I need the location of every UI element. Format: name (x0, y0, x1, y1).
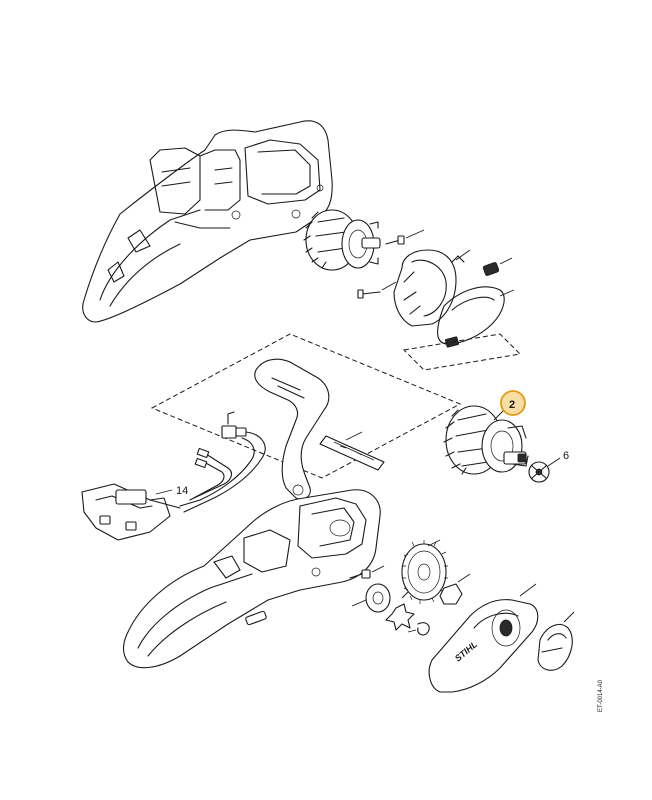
upper-motor-rotor (303, 209, 381, 271)
upper-fan-ring (393, 249, 471, 327)
kit-group-frame (150, 333, 462, 479)
chain-sprocket-wheel (401, 539, 448, 604)
reference-code: ET-0014-A0 (598, 679, 604, 712)
cover-cap (537, 611, 575, 671)
brush-group-frame (402, 333, 522, 371)
upper-screw-left (357, 281, 397, 299)
upper-screw (385, 229, 425, 245)
upper-housing-shell (82, 120, 333, 323)
highlight-circle (500, 390, 526, 416)
callout-6: 6 (563, 450, 569, 462)
trigger-lever (254, 358, 330, 500)
callout-2: 2 (509, 399, 515, 411)
sprocket-disc (351, 583, 391, 613)
callout-2-highlight: 2 (493, 390, 526, 421)
washer-part-6: 6 (528, 450, 569, 483)
warning-label-strip (319, 431, 385, 471)
sprocket-cover: STIHL (428, 583, 539, 693)
small-switch (221, 411, 247, 439)
upper-brush-right (482, 257, 513, 276)
lower-housing-shell (122, 489, 381, 669)
cable-harness (179, 431, 266, 513)
callout-14: 14 (176, 485, 188, 497)
motor-assembly-part-2 (443, 405, 529, 475)
lower-screw (349, 565, 385, 579)
e-clip (407, 622, 430, 636)
nut (439, 573, 471, 605)
electronics-module: 14 (81, 483, 188, 541)
